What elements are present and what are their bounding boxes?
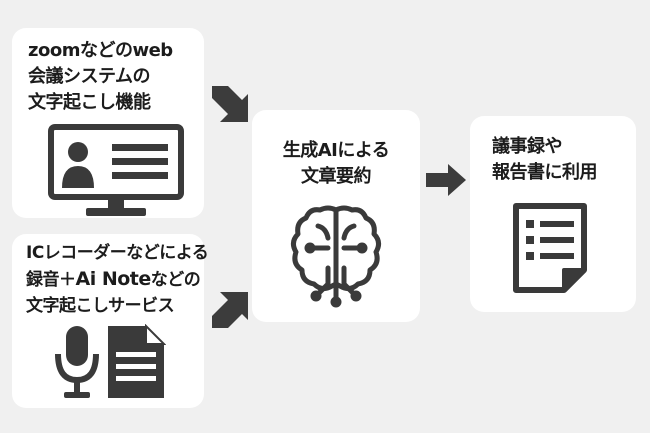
- microphone-icon: [55, 326, 99, 398]
- recorder-source-card: ICレコーダーなどによる 録音＋Ai Noteなどの 文字起こしサービス: [12, 234, 209, 408]
- ai-summary-label: 生成AIによる 文章要約: [252, 138, 420, 190]
- brain-circuit-icon: [290, 205, 382, 308]
- ai-label-line-1: 生成AIによる: [282, 140, 390, 161]
- zoom-source-label: zoomなどのweb 会議システムの 文字起こし機能: [28, 38, 173, 116]
- recorder-label-suffix: などの: [150, 270, 201, 290]
- ai-note-brand: Ai Note: [75, 268, 152, 290]
- recorder-label-line-1: ICレコーダーなどによる: [26, 243, 209, 263]
- output-card: 議事録や 報告書に利用: [470, 116, 636, 312]
- recorder-label-line-2: 録音＋Ai Noteなどの: [26, 266, 208, 293]
- arrow-recorder-to-ai: [212, 292, 248, 328]
- ai-summary-card: 生成AIによる 文章要約: [252, 110, 420, 322]
- checklist-document-icon: [513, 203, 587, 293]
- recorder-label-prefix: 録音＋: [26, 270, 76, 290]
- zoom-label-line-1: zoomなどのweb: [28, 40, 173, 61]
- zoom-label-line-3: 文字起こし機能: [28, 92, 151, 113]
- ai-label-line-2: 文章要約: [301, 166, 372, 187]
- zoom-label-line-2: 会議システムの: [28, 66, 150, 87]
- output-label: 議事録や 報告書に利用: [492, 134, 598, 186]
- arrow-ai-to-output: [426, 164, 466, 196]
- document-icon: [108, 324, 166, 398]
- output-label-line-1: 議事録や: [492, 136, 563, 157]
- arrow-zoom-to-ai: [212, 86, 248, 122]
- output-label-line-2: 報告書に利用: [492, 162, 598, 183]
- monitor-user-icon: [48, 124, 184, 216]
- zoom-source-card: zoomなどのweb 会議システムの 文字起こし機能: [12, 28, 204, 218]
- recorder-label-line-3: 文字起こしサービス: [26, 296, 175, 316]
- recorder-source-label: ICレコーダーなどによる 録音＋Ai Noteなどの 文字起こしサービス: [26, 240, 209, 319]
